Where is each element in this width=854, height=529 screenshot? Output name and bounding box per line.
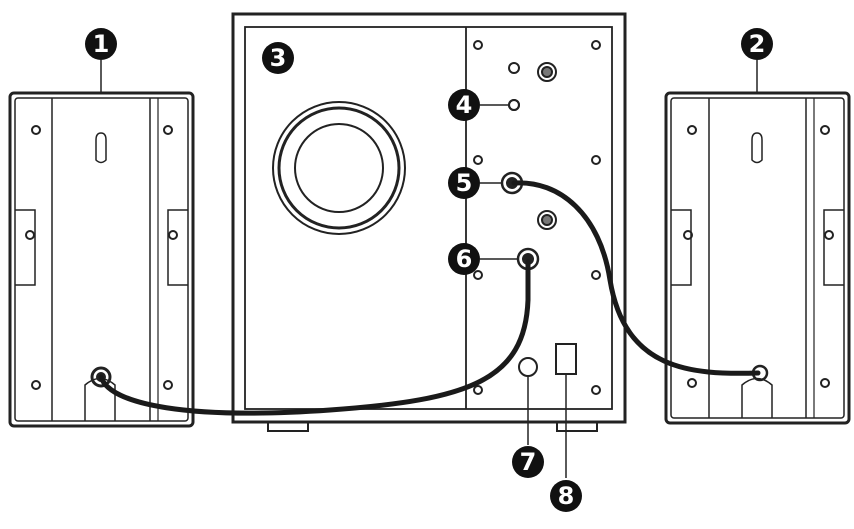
subwoofer-input-jack xyxy=(508,99,520,111)
right-speaker-cable xyxy=(511,180,761,376)
callout-6-label: 6 xyxy=(456,245,473,273)
callout-8-label: 8 xyxy=(558,482,575,510)
callout-4-label: 4 xyxy=(456,91,473,119)
callout-7: 7 xyxy=(512,446,544,478)
power-cord-port xyxy=(518,357,538,377)
callout-8: 8 xyxy=(550,480,582,512)
left-speaker-cable xyxy=(98,259,531,416)
callout-5-label: 5 xyxy=(456,169,473,197)
callout-4: 4 xyxy=(448,89,480,121)
callout-3: 3 xyxy=(262,42,294,74)
callout-5: 5 xyxy=(448,167,480,199)
power-switch xyxy=(555,343,577,375)
callout-3-label: 3 xyxy=(270,44,287,72)
callout-7-label: 7 xyxy=(520,448,537,476)
callout-1-label: 1 xyxy=(93,30,110,58)
callout-1: 1 xyxy=(85,28,117,60)
callout-2-label: 2 xyxy=(749,30,766,58)
callout-2: 2 xyxy=(741,28,773,60)
subwoofer xyxy=(231,12,627,432)
callout-6: 6 xyxy=(448,243,480,275)
